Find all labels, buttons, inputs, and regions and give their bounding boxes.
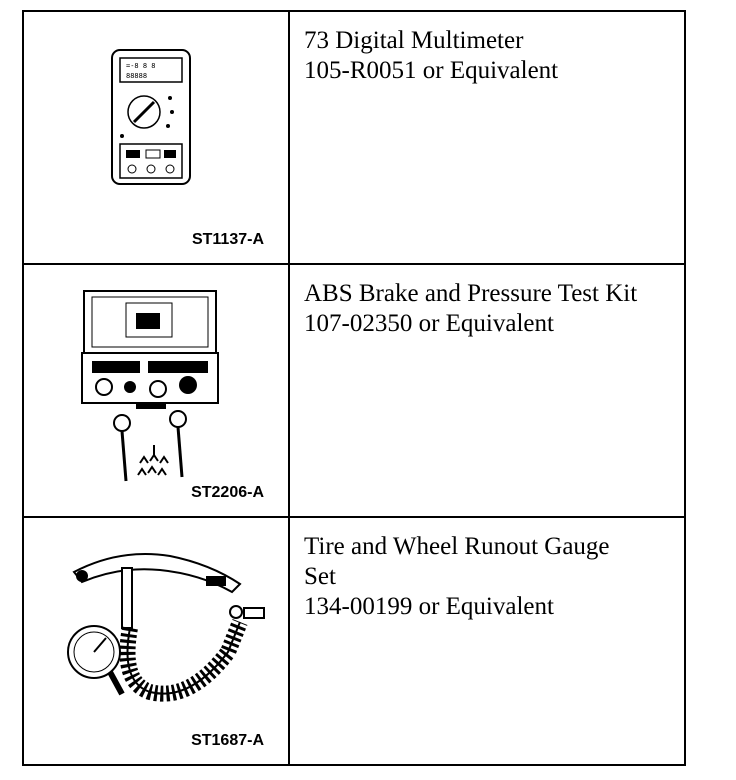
tool-description: ABS Brake and Pressure Test Kit 107-0235…	[290, 265, 684, 516]
image-caption: ST2206-A	[191, 484, 264, 501]
tool-row-abs-kit: ST2206-A ABS Brake and Pressure Test Kit…	[24, 265, 684, 518]
tool-row-runout-gauge: ST1687-A Tire and Wheel Runout Gauge Set…	[24, 518, 684, 764]
image-caption: ST1687-A	[191, 732, 264, 749]
tool-description: 73 Digital Multimeter 105-R0051 or Equiv…	[290, 12, 684, 263]
tool-image-cell: ST2206-A	[24, 265, 290, 516]
svg-text:88888: 88888	[126, 72, 147, 80]
part-number: 134-00199 or Equivalent	[304, 593, 554, 620]
image-caption: ST1137-A	[191, 231, 264, 248]
tool-name: ABS Brake and Pressure Test Kit	[304, 280, 638, 307]
tool-row-multimeter: =-8 8 8 88888 ST1137-A 73 Digital Multim…	[24, 12, 684, 265]
test-kit-case-icon	[81, 290, 219, 482]
tool-table: =-8 8 8 88888 ST1137-A 73 Digital Multim…	[22, 10, 686, 766]
svg-text:=-8 8 8: =-8 8 8	[126, 62, 156, 70]
part-number: 107-02350 or Equivalent	[304, 310, 554, 337]
tool-image-cell: ST1687-A	[24, 518, 290, 764]
part-number: 105-R0051 or Equivalent	[304, 57, 559, 84]
tool-name-continued: Set	[304, 563, 336, 590]
tool-name: Tire and Wheel Runout Gauge	[304, 533, 610, 560]
tool-description: Tire and Wheel Runout Gauge Set 134-0019…	[290, 518, 684, 764]
tool-name: 73 Digital Multimeter	[304, 27, 524, 54]
tool-image-cell: =-8 8 8 88888 ST1137-A	[24, 12, 290, 263]
runout-gauge-icon	[67, 553, 265, 702]
multimeter-icon: =-8 8 8 88888	[111, 49, 191, 185]
